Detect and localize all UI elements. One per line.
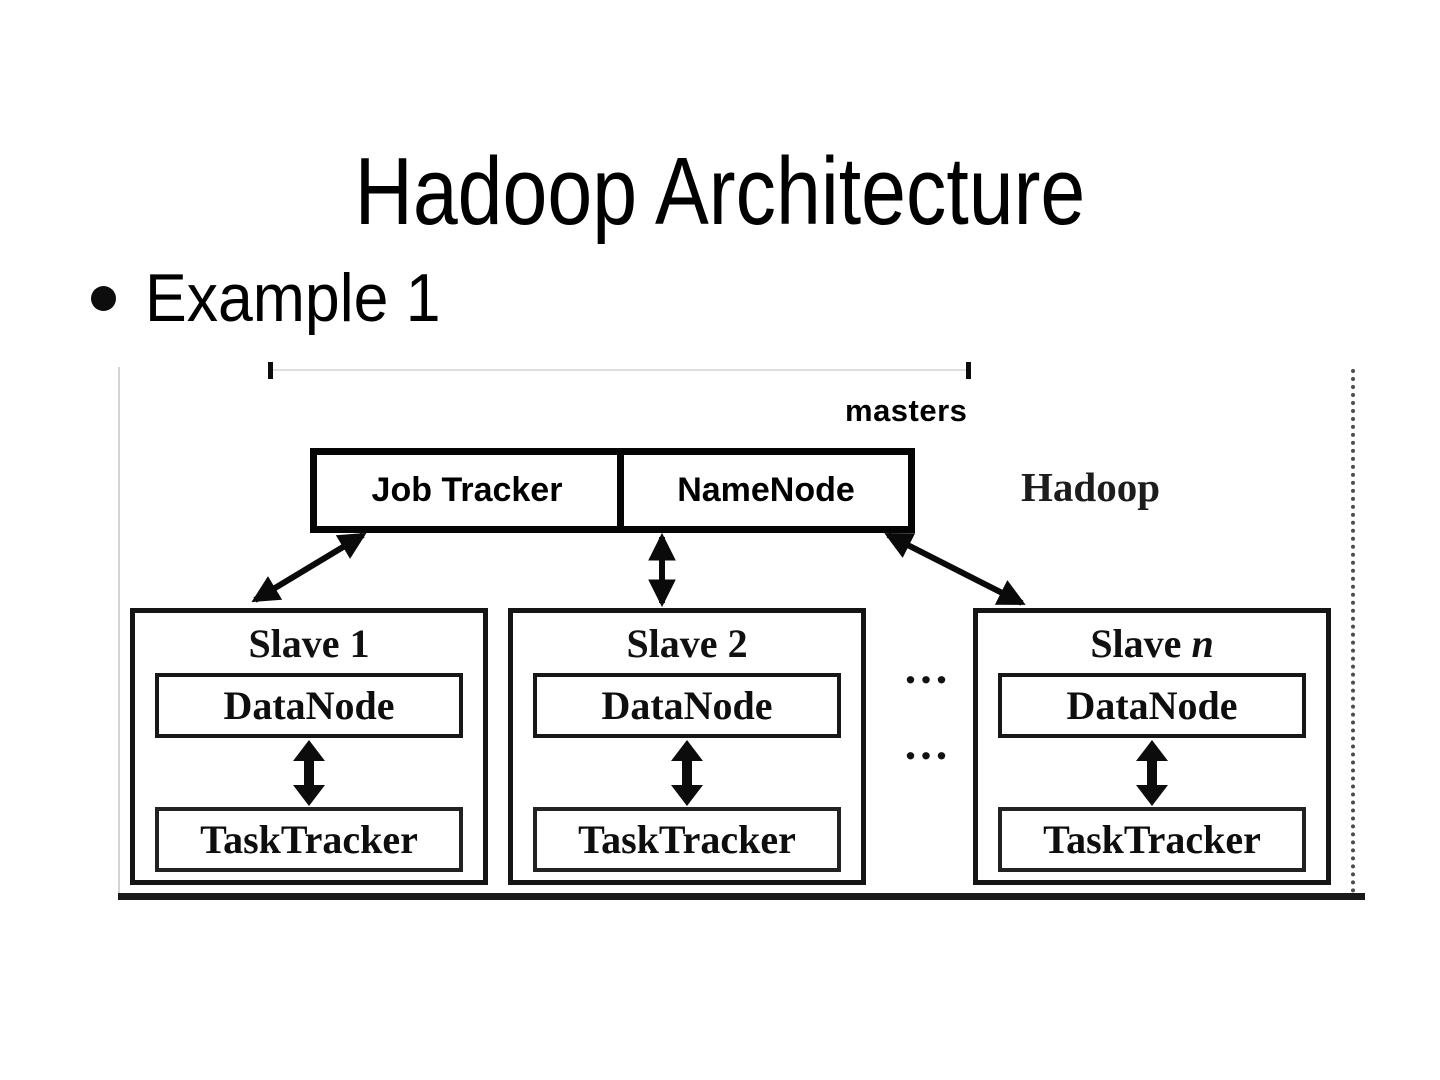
slave-2-title-index: 2	[727, 621, 748, 666]
slave-1-tasktracker-box: TaskTracker	[155, 807, 463, 872]
job-tracker-box: Job Tracker	[317, 455, 624, 526]
slave-node-2: Slave 2 DataNode TaskTracker	[508, 608, 866, 885]
figure-top-crop-line	[270, 369, 968, 371]
page-title: Hadoop Architecture	[0, 138, 1440, 246]
figure-right-dotted-edge	[1351, 369, 1355, 893]
slave-n-datanode-box: DataNode	[998, 673, 1306, 738]
slave-n-tasktracker-box: TaskTracker	[998, 807, 1306, 872]
figure-bottom-edge	[118, 893, 1365, 900]
slave-n-title: Slave n	[978, 620, 1326, 667]
master-node-box: Job Tracker NameNode	[310, 448, 915, 533]
hadoop-label: Hadoop	[1021, 464, 1160, 510]
datanode-tasktracker-arrow	[671, 740, 703, 806]
masters-label: masters	[845, 393, 968, 428]
name-node-box: NameNode	[677, 471, 855, 509]
slave-1-datanode-box: DataNode	[155, 673, 463, 738]
slave-n-title-index: n	[1191, 621, 1214, 666]
bullet-item-text: Example 1	[145, 260, 441, 336]
figure-top-tick-right	[966, 362, 971, 379]
ellipsis-top: ...	[904, 642, 952, 693]
slave-node-n: Slave n DataNode TaskTracker	[973, 608, 1331, 885]
slave-1-title: Slave 1	[135, 620, 483, 667]
bullet-icon	[91, 286, 116, 311]
datanode-tasktracker-arrow	[1136, 740, 1168, 806]
slave-n-title-prefix: Slave	[1090, 621, 1182, 666]
figure-top-tick-left	[268, 362, 273, 379]
master-slave-arrows	[251, 532, 1026, 608]
slave-2-datanode-box: DataNode	[533, 673, 841, 738]
hadoop-architecture-diagram: masters Job Tracker NameNode Hadoop Slav…	[118, 362, 1365, 900]
slave-2-title: Slave 2	[513, 620, 861, 667]
slave-2-title-prefix: Slave	[626, 621, 718, 666]
ellipsis-bottom: ...	[904, 718, 952, 769]
datanode-tasktracker-arrow	[293, 740, 325, 806]
slave-1-title-index: 1	[349, 621, 370, 666]
slave-1-title-prefix: Slave	[248, 621, 340, 666]
figure-left-edge	[118, 367, 120, 895]
slave-node-1: Slave 1 DataNode TaskTracker	[130, 608, 488, 885]
slave-2-tasktracker-box: TaskTracker	[533, 807, 841, 872]
arrow-master-slaven	[884, 532, 1026, 606]
bullet-item: Example 1	[145, 258, 466, 338]
page-title-text: Hadoop Architecture	[354, 138, 1086, 246]
arrow-master-slave1	[251, 532, 367, 603]
